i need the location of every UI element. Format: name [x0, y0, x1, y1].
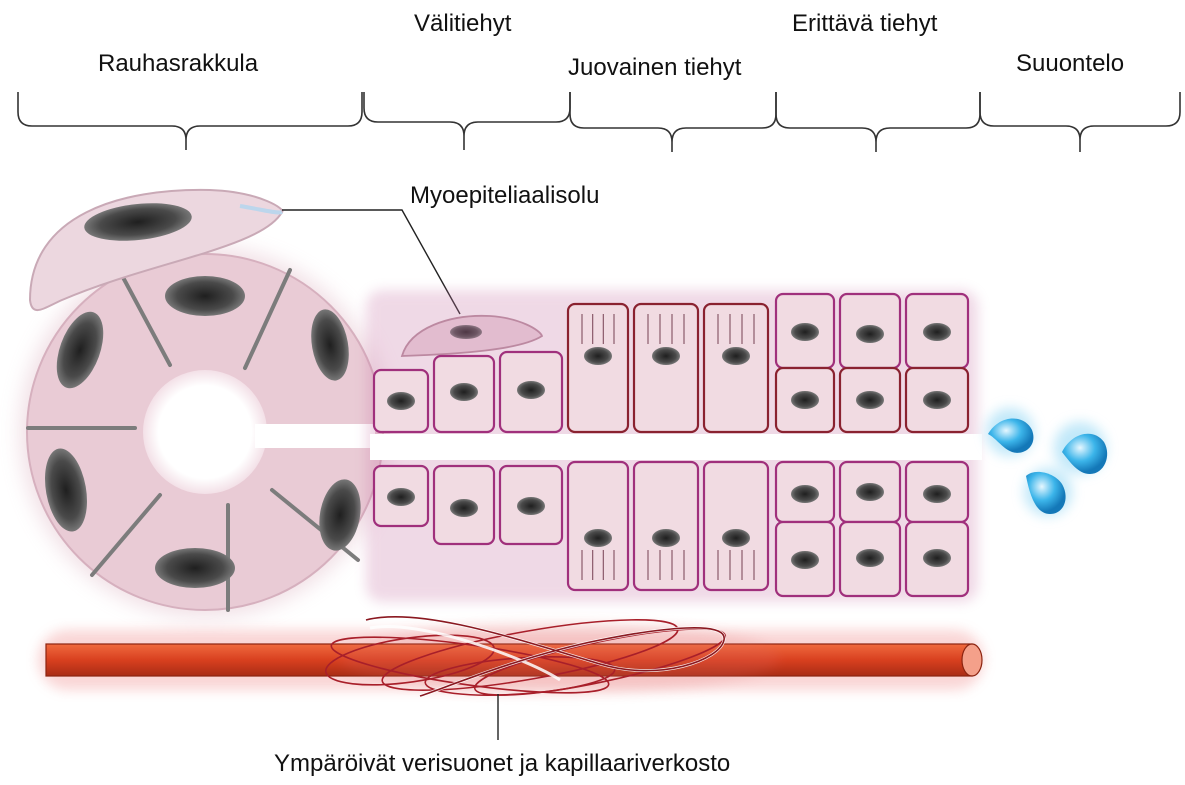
nucleus: [450, 383, 478, 401]
duct-cell: [776, 462, 834, 522]
bracket-valitiehyt: [364, 92, 570, 150]
acinus-lumen-channel: [255, 424, 375, 448]
label-erittava-tiehyt: Erittävä tiehyt: [792, 12, 937, 36]
nucleus: [450, 499, 478, 517]
nucleus: [923, 549, 951, 567]
nucleus: [856, 391, 884, 409]
duct-cell: [568, 304, 628, 432]
duct-cell: [500, 352, 562, 432]
nucleus: [791, 551, 819, 569]
label-myoepiteliaalisolu: Myoepiteliaalisolu: [410, 184, 599, 208]
acinus-lumen: [143, 370, 267, 494]
duct-cell: [776, 294, 834, 368]
duct-cell: [840, 522, 900, 596]
duct-cell: [704, 304, 768, 432]
label-juovainen-tiehyt: Juovainen tiehyt: [568, 56, 741, 80]
nucleus: [584, 347, 612, 365]
duct-cell-body: [704, 304, 768, 432]
nucleus: [856, 549, 884, 567]
duct-cell: [906, 368, 968, 432]
duct-cell: [840, 368, 900, 432]
nucleus: [722, 347, 750, 365]
nucleus: [155, 548, 235, 588]
duct-cell-body: [568, 462, 628, 590]
nucleus: [387, 392, 415, 410]
duct-cell: [906, 462, 968, 522]
duct-cell: [634, 462, 698, 590]
duct-cell: [776, 368, 834, 432]
duct-cell: [568, 462, 628, 590]
duct-cell-body: [634, 304, 698, 432]
label-suuontelo: Suuontelo: [1016, 52, 1124, 76]
bracket-juovainen: [570, 92, 776, 152]
vessel-end: [962, 644, 982, 676]
nucleus: [517, 381, 545, 399]
bracket-erittava: [776, 92, 980, 152]
duct-cell-body: [704, 462, 768, 590]
duct-cell: [374, 370, 428, 432]
duct-lumen: [370, 434, 982, 460]
nucleus: [165, 276, 245, 316]
nucleus: [856, 483, 884, 501]
duct-cell: [906, 294, 968, 368]
duct-cell: [776, 522, 834, 596]
nucleus: [923, 323, 951, 341]
duct-cell: [434, 356, 494, 432]
nucleus: [722, 529, 750, 547]
duct-cell: [840, 294, 900, 368]
duct-cell-body: [634, 462, 698, 590]
nucleus: [517, 497, 545, 515]
region-brackets: [18, 92, 1180, 152]
label-rauhasrakkula: Rauhasrakkula: [98, 52, 258, 76]
duct-cell: [500, 466, 562, 544]
saliva-droplets: [986, 408, 1107, 516]
nucleus: [584, 529, 612, 547]
nucleus: [652, 347, 680, 365]
duct-cell-body: [568, 304, 628, 432]
acinus: [20, 247, 390, 617]
label-valitiehyt: Välitiehyt: [414, 12, 511, 36]
capillary-network: [323, 605, 780, 708]
label-verisuonet: Ympäröivät verisuonet ja kapillaariverko…: [274, 752, 730, 776]
nucleus: [652, 529, 680, 547]
nucleus: [387, 488, 415, 506]
bracket-rauhasrakkula: [18, 92, 362, 150]
duct-cell: [434, 466, 494, 544]
nucleus: [856, 325, 884, 343]
nucleus: [923, 391, 951, 409]
duct-cell: [634, 304, 698, 432]
nucleus: [791, 485, 819, 503]
nucleus: [791, 323, 819, 341]
bracket-suuontelo: [980, 92, 1180, 152]
nucleus: [791, 391, 819, 409]
duct-cell: [374, 466, 428, 526]
duct-cell: [840, 462, 900, 522]
nucleus: [923, 485, 951, 503]
duct-cell: [906, 522, 968, 596]
duct-cell: [704, 462, 768, 590]
